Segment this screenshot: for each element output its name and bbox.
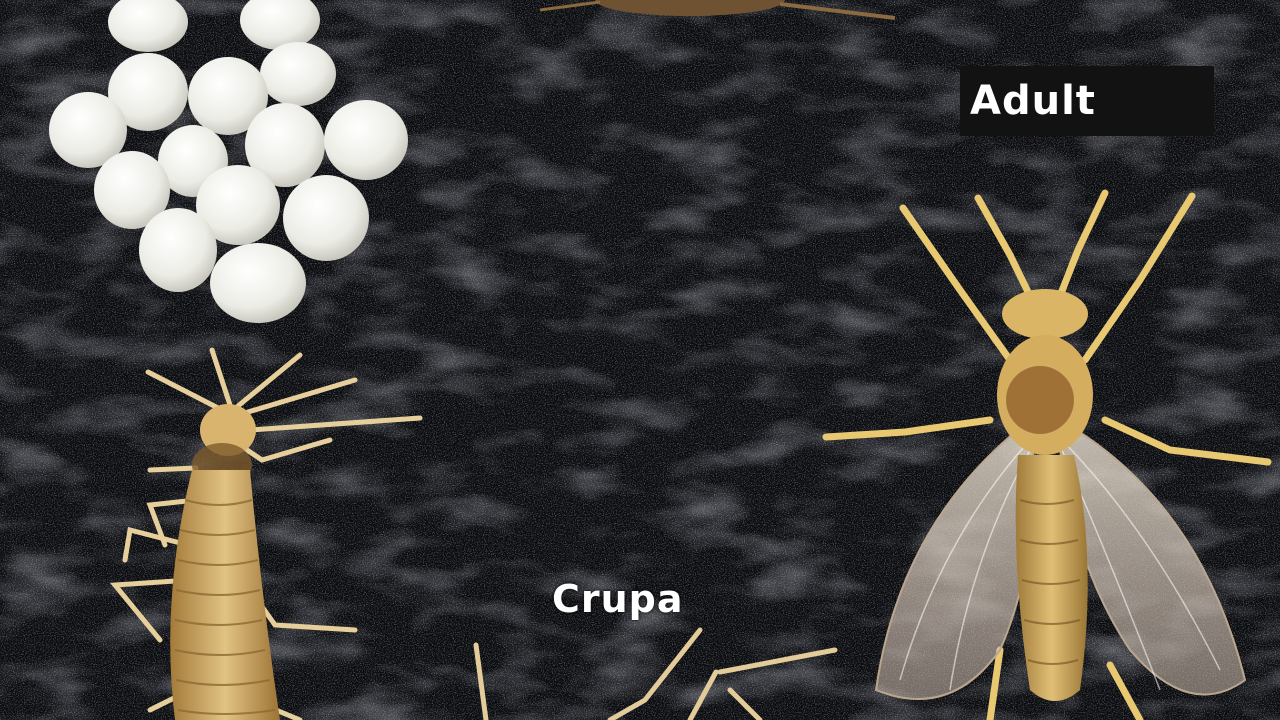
top-insect-partial (539, 0, 896, 20)
adult-insect (822, 189, 1272, 720)
pupa-label: Crupa (552, 577, 684, 621)
egg-cluster (49, 0, 408, 323)
pupa-partial (473, 627, 838, 720)
adult-label-box (960, 66, 1214, 136)
larva (109, 347, 423, 720)
adult-label: Adult (970, 78, 1096, 124)
